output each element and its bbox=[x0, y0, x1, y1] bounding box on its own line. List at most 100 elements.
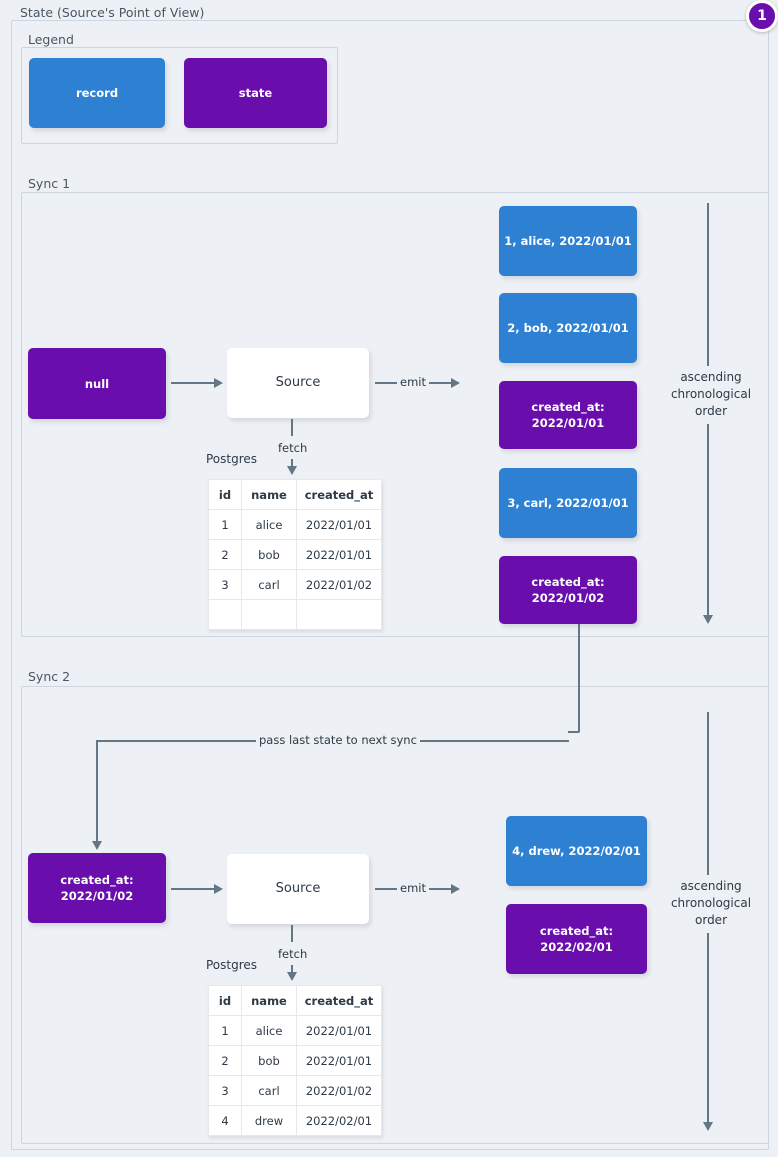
table-row: 2 bob 2022/01/01 bbox=[208, 539, 382, 570]
sync1-fetch-arrowhead bbox=[287, 466, 297, 475]
sync2-cell-created-1: 2022/01/01 bbox=[296, 1045, 382, 1076]
sync2-emit-line-left bbox=[375, 888, 398, 890]
sync1-emitted-4: created_at: 2022/01/02 bbox=[499, 556, 637, 624]
sync2-emit-label: emit bbox=[397, 881, 429, 895]
sync1-input-state-label: null bbox=[84, 376, 110, 391]
sync2-order-arrow-upper bbox=[707, 712, 709, 875]
sync1-emitted-2: created_at: 2022/01/01 bbox=[499, 381, 637, 449]
sync1-order-note-line2: order bbox=[695, 404, 727, 418]
sync2-order-note-line1: chronological bbox=[670, 896, 752, 910]
sync1-cell-name-2: carl bbox=[241, 569, 297, 600]
sync1-state-to-source-line bbox=[171, 382, 216, 384]
sync2-cell-id-3: 4 bbox=[208, 1105, 242, 1136]
sync2-input-state-line0: created_at: bbox=[60, 873, 134, 887]
sync2-input-state: created_at: 2022/01/02 bbox=[28, 853, 166, 923]
sync2-source-label: Source bbox=[275, 881, 321, 896]
sync2-order-note: ascending chronological order bbox=[665, 876, 757, 931]
legend-item-state: state bbox=[184, 58, 327, 128]
sync1-order-note-line0: ascending bbox=[680, 370, 742, 384]
sync2-emit-arrowhead bbox=[451, 884, 460, 894]
legend-label: Legend bbox=[24, 33, 78, 47]
sync2-db-caption: Postgres bbox=[206, 958, 258, 972]
sync1-order-arrowhead bbox=[703, 615, 713, 624]
legend-item-record-label: record bbox=[75, 86, 119, 100]
pass-state-line-corner-right bbox=[568, 731, 580, 733]
sync2-emitted-1: created_at: 2022/02/01 bbox=[506, 904, 647, 974]
pass-state-line-to-label bbox=[419, 740, 569, 742]
pass-state-label: pass last state to next sync bbox=[256, 733, 420, 747]
table-row bbox=[208, 599, 382, 630]
sync2-fetch-line-bottom bbox=[291, 965, 293, 975]
step-badge: 1 bbox=[746, 0, 778, 32]
sync1-cell-created-1: 2022/01/01 bbox=[296, 539, 382, 570]
sync1-th-name: name bbox=[241, 479, 297, 510]
sync2-state-to-source-line bbox=[171, 888, 216, 890]
pass-state-line-corner-left bbox=[96, 740, 108, 742]
sync1-th-id: id bbox=[208, 479, 242, 510]
sync1-emitted-4-line1: 2022/01/02 bbox=[531, 591, 605, 605]
sync1-table-header-row: id name created_at bbox=[208, 479, 382, 510]
sync2-fetch-label: fetch bbox=[275, 947, 311, 961]
pass-state-arrowhead bbox=[92, 841, 102, 850]
sync2-order-note-line0: ascending bbox=[680, 879, 742, 893]
sync2-emitted-0: 4, drew, 2022/02/01 bbox=[506, 816, 647, 886]
sync2-input-state-line1: 2022/01/02 bbox=[60, 889, 134, 903]
sync2-state-to-source-arrowhead bbox=[214, 884, 223, 894]
sync1-cell-created-3 bbox=[296, 599, 382, 630]
sync2-th-id: id bbox=[208, 985, 242, 1016]
legend-item-state-label: state bbox=[238, 86, 273, 100]
table-row: 2 bob 2022/01/01 bbox=[208, 1045, 382, 1076]
sync2-order-note-line2: order bbox=[695, 913, 727, 927]
sync2-postgres-table: id name created_at 1 alice 2022/01/01 2 … bbox=[208, 985, 382, 1136]
legend-item-record: record bbox=[29, 58, 165, 128]
sync2-cell-created-0: 2022/01/01 bbox=[296, 1015, 382, 1046]
sync1-fetch-label: fetch bbox=[275, 441, 311, 455]
sync2-order-arrowhead bbox=[703, 1122, 713, 1131]
sync1-label: Sync 1 bbox=[24, 177, 75, 191]
sync2-emitted-1-line0: created_at: bbox=[539, 924, 614, 938]
sync1-cell-id-1: 2 bbox=[208, 539, 242, 570]
sync2-cell-created-3: 2022/02/01 bbox=[296, 1105, 382, 1136]
sync1-emit-line-right bbox=[429, 382, 453, 384]
sync1-source-node: Source bbox=[227, 348, 369, 418]
pass-state-line-down-left bbox=[96, 740, 98, 845]
sync2-cell-id-1: 2 bbox=[208, 1045, 242, 1076]
table-row: 4 drew 2022/02/01 bbox=[208, 1105, 382, 1136]
sync2-emit-line-right bbox=[429, 888, 453, 890]
sync1-order-arrow-lower bbox=[707, 424, 709, 617]
sync1-cell-id-2: 3 bbox=[208, 569, 242, 600]
sync1-db-caption: Postgres bbox=[206, 452, 258, 466]
sync1-emitted-1-line0: 2, bob, 2022/01/01 bbox=[507, 321, 629, 335]
sync2-table-header-row: id name created_at bbox=[208, 985, 382, 1016]
sync2-cell-created-2: 2022/01/02 bbox=[296, 1075, 382, 1106]
sync1-cell-id-3 bbox=[208, 599, 242, 630]
sync2-label: Sync 2 bbox=[24, 670, 75, 684]
pass-state-line-from-label bbox=[104, 740, 256, 742]
sync1-emit-arrowhead bbox=[451, 378, 460, 388]
sync1-emitted-3-line0: 3, carl, 2022/01/01 bbox=[507, 496, 629, 510]
sync2-cell-id-2: 3 bbox=[208, 1075, 242, 1106]
sync2-cell-name-2: carl bbox=[241, 1075, 297, 1106]
sync2-th-created-at: created_at bbox=[296, 985, 382, 1016]
sync1-emitted-3: 3, carl, 2022/01/01 bbox=[499, 468, 637, 538]
table-row: 1 alice 2022/01/01 bbox=[208, 509, 382, 540]
sync2-cell-name-0: alice bbox=[241, 1015, 297, 1046]
sync1-cell-created-2: 2022/01/02 bbox=[296, 569, 382, 600]
sync1-fetch-line-bottom bbox=[291, 459, 293, 469]
table-row: 3 carl 2022/01/02 bbox=[208, 569, 382, 600]
sync2-cell-name-1: bob bbox=[241, 1045, 297, 1076]
sync1-order-arrow-upper bbox=[707, 203, 709, 366]
sync1-emitted-1: 2, bob, 2022/01/01 bbox=[499, 293, 637, 363]
sync2-cell-name-3: drew bbox=[241, 1105, 297, 1136]
sync2-fetch-line-top bbox=[291, 925, 293, 942]
sync2-th-name: name bbox=[241, 985, 297, 1016]
sync1-cell-name-3 bbox=[241, 599, 297, 630]
sync2-order-arrow-lower bbox=[707, 933, 709, 1124]
sync2-source-node: Source bbox=[227, 854, 369, 924]
sync2-cell-id-0: 1 bbox=[208, 1015, 242, 1046]
sync1-order-note-line1: chronological bbox=[670, 387, 752, 401]
sync1-cell-created-0: 2022/01/01 bbox=[296, 509, 382, 540]
sync1-emit-label: emit bbox=[397, 375, 429, 389]
sync1-cell-id-0: 1 bbox=[208, 509, 242, 540]
sync1-emitted-0-line0: 1, alice, 2022/01/01 bbox=[504, 234, 632, 248]
